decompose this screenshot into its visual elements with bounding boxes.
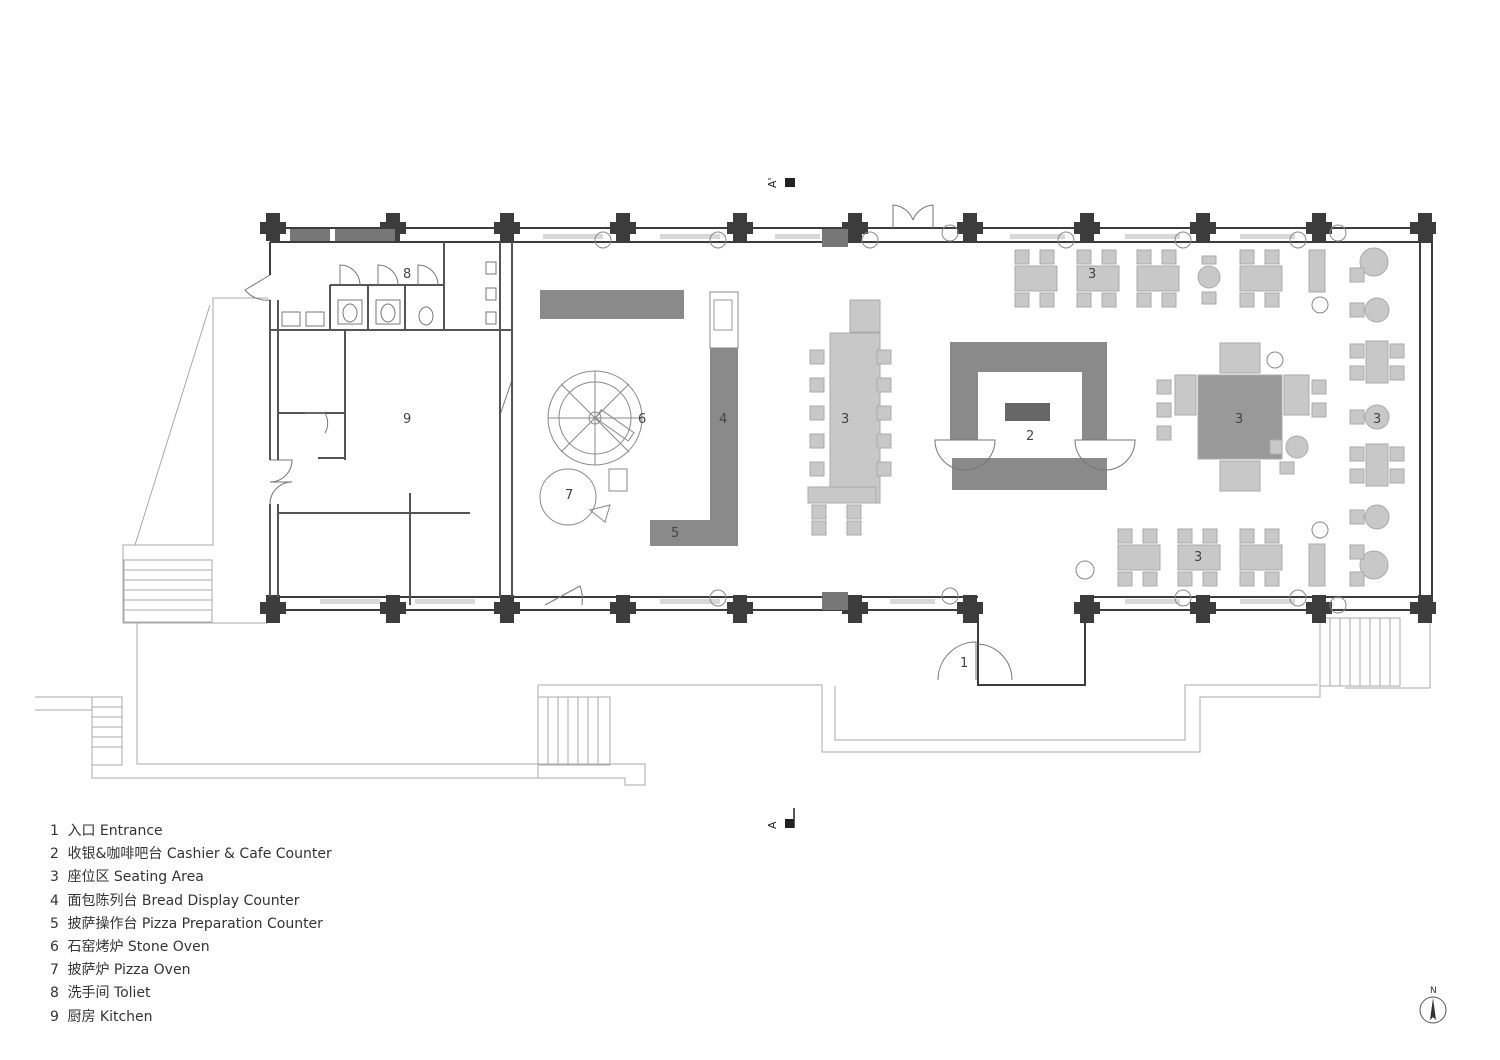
columns xyxy=(260,213,1436,623)
legend-item: 2 收银&咖啡吧台 Cashier & Cafe Counter xyxy=(50,843,332,866)
section-mark-top: A' xyxy=(766,177,795,188)
legend-item: 1 入口 Entrance xyxy=(50,820,332,843)
label-seating-long: 3 xyxy=(841,412,849,427)
stone-oven xyxy=(547,370,643,466)
label-kitchen: 9 xyxy=(403,412,411,427)
legend-text: 收银&咖啡吧台 Cashier & Cafe Counter xyxy=(67,846,332,863)
label-entrance: 1 xyxy=(960,656,968,671)
seating-center-table xyxy=(1156,342,1327,492)
legend-num: 7 xyxy=(50,962,59,979)
seating-bottom-tables xyxy=(1117,528,1283,587)
label-seating-center: 3 xyxy=(1235,412,1243,427)
plant-icons xyxy=(594,224,1347,614)
label-seating-bottom: 3 xyxy=(1194,550,1202,565)
counters xyxy=(540,290,1136,546)
legend-num: 2 xyxy=(50,846,59,863)
seating-long-table xyxy=(807,299,892,536)
section-mark-bottom: A xyxy=(766,808,795,829)
toilet-fixtures xyxy=(281,261,497,434)
legend-text: 石窑烤炉 Stone Oven xyxy=(67,939,210,956)
label-pizza-prep: 5 xyxy=(671,526,679,541)
window-strips xyxy=(320,234,1295,604)
legend-num: 9 xyxy=(50,1008,59,1025)
legend-item: 8 洗手间 Toliet xyxy=(50,982,332,1005)
legend-num: 1 xyxy=(50,823,59,839)
label-pizza-oven: 7 xyxy=(565,488,573,503)
legend-item: 7 披萨炉 Pizza Oven xyxy=(50,959,332,982)
legend-num: 8 xyxy=(50,985,59,1002)
label-bread-counter: 4 xyxy=(719,412,727,427)
label-seating-top: 3 xyxy=(1088,267,1096,282)
legend-num: 5 xyxy=(50,915,59,932)
seating-top-tables xyxy=(1014,247,1390,323)
exterior-stairs xyxy=(91,559,1401,766)
legend-item: 5 披萨操作台 Pizza Preparation Counter xyxy=(50,913,332,936)
seating-right-tables xyxy=(1308,340,1405,587)
legend-item: 9 厨房 Kitchen xyxy=(50,1006,332,1029)
legend-text: 披萨炉 Pizza Oven xyxy=(67,962,191,979)
legend-text: 入口 Entrance xyxy=(67,823,163,839)
legend-num: 3 xyxy=(50,869,59,886)
legend-text: 披萨操作台 Pizza Preparation Counter xyxy=(67,915,323,932)
legend-text: 面包陈列台 Bread Display Counter xyxy=(67,892,300,909)
label-cashier: 2 xyxy=(1026,429,1034,444)
legend: 1 入口 Entrance 2 收银&咖啡吧台 Cashier & Cafe C… xyxy=(50,820,332,1029)
svg-text:A': A' xyxy=(766,177,779,188)
pizza-oven xyxy=(539,468,628,526)
legend-text: 座位区 Seating Area xyxy=(67,869,204,886)
legend-item: 3 座位区 Seating Area xyxy=(50,866,332,889)
label-toilet: 8 xyxy=(403,267,411,282)
legend-num: 6 xyxy=(50,939,59,956)
legend-text: 洗手间 Toliet xyxy=(67,985,151,1002)
north-letter: N xyxy=(1430,986,1437,996)
legend-num: 4 xyxy=(50,892,59,909)
interior-walls xyxy=(269,242,513,605)
doors[interactable] xyxy=(244,204,1013,681)
label-seating-right: 3 xyxy=(1373,412,1381,427)
legend-text: 厨房 Kitchen xyxy=(67,1008,153,1025)
label-stone-oven: 6 xyxy=(638,412,646,427)
legend-item: 4 面包陈列台 Bread Display Counter xyxy=(50,890,332,913)
north-arrow-icon: N xyxy=(1418,986,1448,1026)
legend-item: 6 石窑烤炉 Stone Oven xyxy=(50,936,332,959)
svg-text:A: A xyxy=(766,821,779,829)
